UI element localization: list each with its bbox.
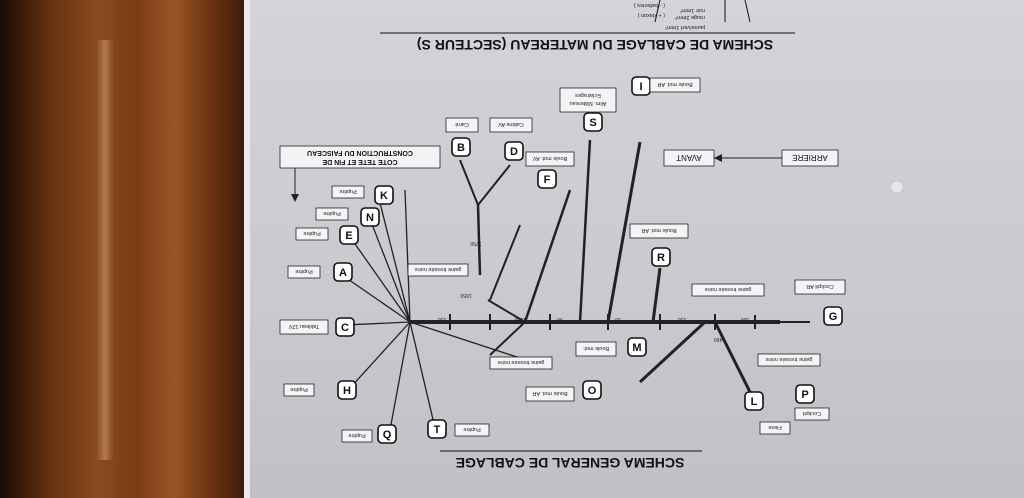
label: gaine tressée noire bbox=[766, 356, 813, 362]
wiring-diagram: jaune/vert 1mm² rouge 2mm² noir 1mm² ( +… bbox=[279, 0, 846, 471]
label: Boule mot. AR bbox=[657, 81, 692, 87]
node-letter: A bbox=[339, 267, 347, 279]
label: Boule mot. AR bbox=[532, 390, 567, 396]
top-note: noir 1mm² bbox=[680, 7, 705, 13]
label: Eclairages bbox=[575, 92, 601, 98]
top-note: jaune/vert 1mm² bbox=[665, 24, 706, 30]
label: Boule mot. bbox=[582, 345, 609, 351]
node-letter: R bbox=[657, 252, 665, 264]
top-note: rouge 2mm² bbox=[675, 14, 705, 20]
node-letter: F bbox=[544, 174, 551, 186]
dimension-label: 50 bbox=[615, 316, 621, 322]
node-letter: O bbox=[588, 385, 597, 397]
label: Pupitre bbox=[348, 432, 365, 438]
node-letter: M bbox=[632, 342, 641, 354]
bottom-title: SCHEMA GENERAL DE CABLAGE bbox=[456, 455, 685, 471]
label: Pupitre bbox=[303, 230, 320, 236]
wooden-table-edge bbox=[0, 0, 248, 498]
arriere-label: ARRIERE bbox=[792, 153, 828, 162]
dimension-label: 1650 bbox=[460, 292, 471, 298]
label: gaine tressée noire bbox=[498, 359, 545, 365]
label: Boule mot. AV bbox=[532, 155, 567, 161]
label: gaine tressée noire bbox=[415, 266, 462, 272]
node-letter: P bbox=[801, 389, 808, 401]
label: Cockpit bbox=[802, 410, 821, 416]
node-letter: C bbox=[341, 322, 349, 334]
top-note: ( + klaxon ) bbox=[637, 12, 665, 18]
note-line: CONSTRUCTION DU FAISCEAU bbox=[307, 149, 413, 156]
node-letter: Q bbox=[383, 429, 392, 441]
node-letter: L bbox=[751, 396, 758, 408]
label: Alim. Mâtereau bbox=[570, 100, 607, 106]
dimension-label: 500 bbox=[741, 316, 750, 322]
label: Pupitre bbox=[290, 386, 307, 392]
dimension-label: 1350 bbox=[514, 316, 525, 322]
node-letter: B bbox=[457, 142, 465, 154]
label: gaine tressée noire bbox=[705, 286, 752, 292]
node-letter: S bbox=[589, 117, 596, 129]
label: Carré bbox=[455, 121, 469, 127]
label: Pupitre bbox=[323, 210, 340, 216]
wood-reflection bbox=[96, 40, 114, 460]
label: Pupitre bbox=[339, 188, 356, 194]
label: Boule mot. AR bbox=[641, 227, 676, 233]
node-letter: H bbox=[343, 385, 351, 397]
avant-label: AVANT bbox=[676, 153, 702, 162]
node-letter: D bbox=[510, 146, 518, 158]
top-note: ( - batteries ) bbox=[634, 2, 665, 8]
dimension-label: 250 bbox=[438, 316, 447, 322]
label: Pupitre bbox=[463, 426, 480, 432]
dimension-label: 96 bbox=[557, 316, 563, 322]
dimension-label: 1750 bbox=[470, 240, 481, 246]
note-line: COTE TETE ET FIN DE bbox=[322, 158, 397, 165]
label: Cockpit AR bbox=[806, 283, 833, 289]
punch-hole bbox=[890, 180, 904, 194]
spiral-binding bbox=[912, 0, 1024, 498]
node-letter: K bbox=[380, 190, 388, 202]
label: Pupitre bbox=[295, 268, 312, 274]
node-letter: N bbox=[366, 212, 374, 224]
node-letter: T bbox=[434, 424, 441, 436]
node-letter: G bbox=[829, 311, 838, 323]
dimension-label: 250 bbox=[678, 316, 687, 322]
dimension-label: 450 bbox=[714, 336, 723, 342]
node-letter: I bbox=[639, 81, 642, 93]
page-edge bbox=[244, 0, 250, 498]
node-letter: E bbox=[345, 230, 352, 242]
label: Cabine AV bbox=[498, 121, 524, 127]
top-title: SCHEMA DE CABLAGE DU MATEREAU (SECTEUR S… bbox=[417, 37, 773, 53]
label: Flexe bbox=[768, 424, 781, 430]
label: Tableau 12V bbox=[288, 323, 319, 329]
